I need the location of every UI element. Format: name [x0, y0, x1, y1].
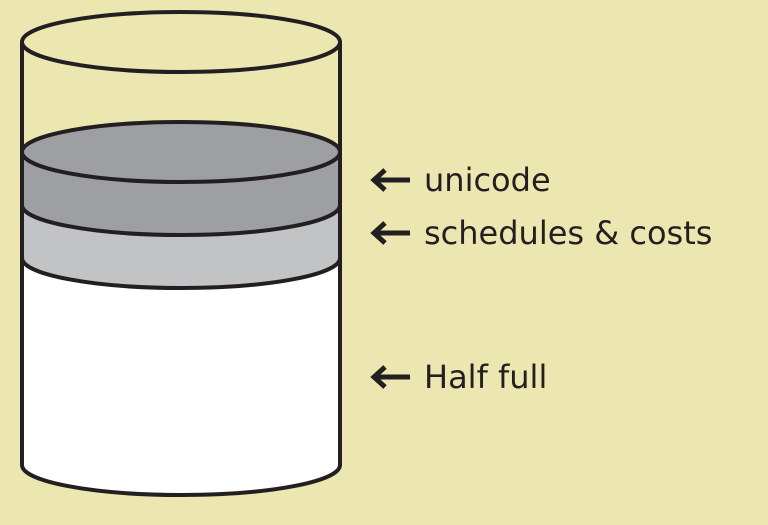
schedules-label: schedules & costs	[424, 217, 712, 249]
unicode-label-row: unicode	[370, 164, 551, 196]
half-full-layer	[22, 258, 340, 495]
unicode-label: unicode	[424, 164, 551, 196]
arrow-left-icon	[370, 364, 412, 390]
schedules-label-row: schedules & costs	[370, 217, 712, 249]
glass-rim	[22, 12, 340, 72]
half-full-label: Half full	[424, 361, 547, 393]
arrow-left-icon	[370, 220, 412, 246]
liquid-surface	[22, 122, 340, 182]
arrow-left-icon	[370, 167, 412, 193]
half-full-label-row: Half full	[370, 361, 547, 393]
